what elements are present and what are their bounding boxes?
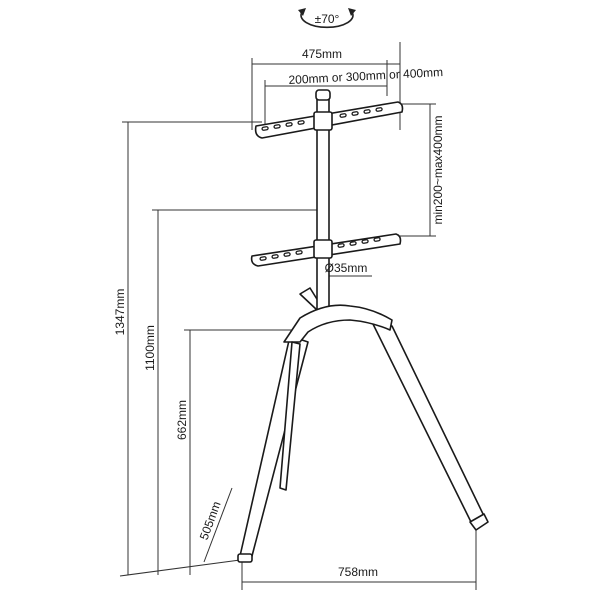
upper-slot <box>297 120 305 125</box>
bracket-slots <box>259 107 383 261</box>
rotation-arrow-icon <box>298 8 356 29</box>
right-leg <box>371 321 485 525</box>
vesa-label: 200mm or 300mm or 400mm <box>288 65 443 87</box>
total-height-label: 1347mm <box>113 289 127 336</box>
upper-slot <box>375 107 383 112</box>
upper-slot <box>351 111 359 116</box>
upper-slot <box>363 109 371 114</box>
base-width-label: 758mm <box>338 565 378 579</box>
lower-slot <box>349 241 357 246</box>
dim-line-505 <box>203 487 233 563</box>
upper-clamp <box>313 111 333 131</box>
rotation-label: ±70° <box>315 12 340 26</box>
left-foot <box>237 553 253 563</box>
right-foot <box>469 513 489 531</box>
pole-cap <box>315 89 331 101</box>
upper-slot <box>285 122 293 127</box>
lower-slot <box>295 250 303 255</box>
height-adjust-label: min200~max400mm <box>431 115 445 224</box>
hinge-height-label: 662mm <box>175 400 189 440</box>
dimension-lines <box>119 42 477 590</box>
lower-slot <box>373 237 381 242</box>
pole-diameter-label: Ø35mm <box>325 261 368 275</box>
upper-slot <box>261 126 269 131</box>
tripod-yoke <box>283 304 393 343</box>
left-leg-shade <box>279 341 301 491</box>
lower-clamp <box>313 239 333 259</box>
bracket-width-label: 475mm <box>302 47 342 61</box>
lower-slot <box>361 239 369 244</box>
lower-slot <box>283 252 291 257</box>
lower-slot <box>271 254 279 259</box>
lower-slot <box>259 256 267 261</box>
tv-stand <box>237 89 489 563</box>
bracket-height-label: 1100mm <box>143 325 157 371</box>
upper-slot <box>273 124 281 129</box>
lower-slot <box>337 243 345 248</box>
dim-floor <box>119 559 241 577</box>
upper-slot <box>339 113 347 118</box>
